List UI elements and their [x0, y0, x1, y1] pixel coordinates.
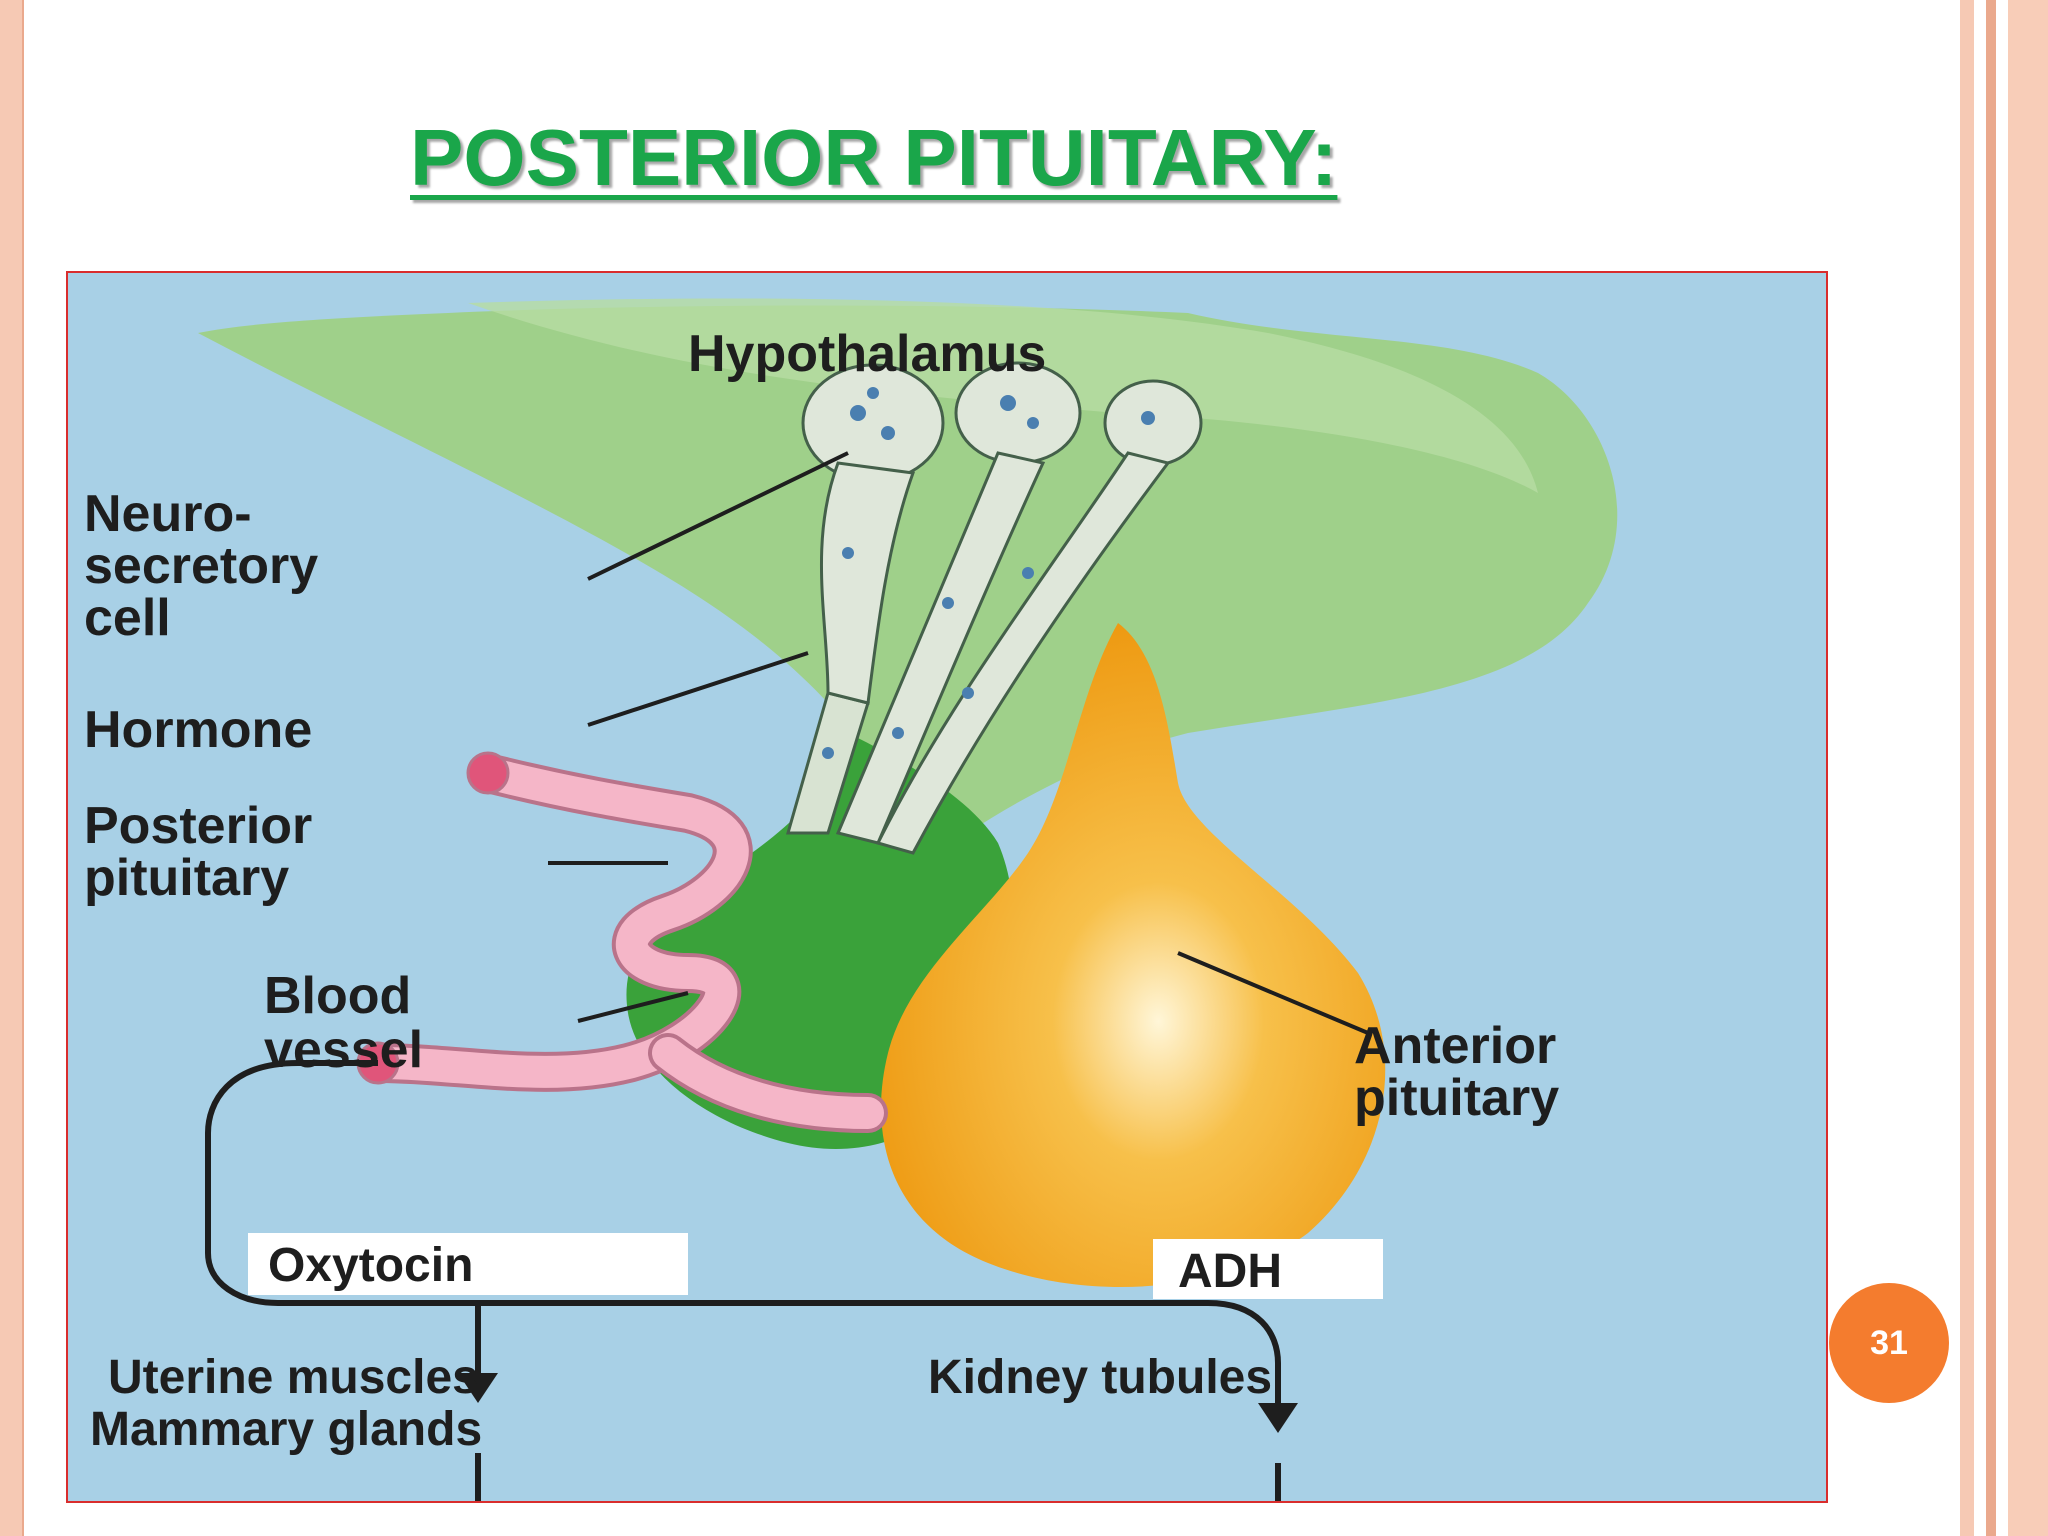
- label-oxytocin: Oxytocin: [268, 1239, 473, 1292]
- pituitary-diagram: Hypothalamus Neuro- secretory cell Hormo…: [66, 271, 1828, 1503]
- label-adh: ADH: [1178, 1245, 1282, 1298]
- slide-title: POSTERIOR PITUITARY:: [410, 113, 1338, 202]
- label-neurosecretory-2: secretory: [84, 537, 318, 595]
- label-posterior-1: Posterior: [84, 797, 312, 855]
- blood-vessel: [358, 753, 888, 1133]
- label-neurosecretory-1: Neuro-: [84, 485, 252, 543]
- page-number-badge: 31: [1829, 1283, 1949, 1403]
- oxytocin-box: [248, 1233, 688, 1295]
- label-anterior-1: Anterior: [1354, 1017, 1556, 1075]
- hypothalamus-region: [198, 305, 1618, 833]
- anterior-pituitary-lobe: [881, 623, 1386, 1287]
- neurosecretory-cell-3: [875, 379, 1203, 855]
- diagram-svg: Hypothalamus Neuro- secretory cell Hormo…: [68, 273, 1826, 1501]
- hormone-granules: [822, 387, 1155, 759]
- label-kidney: Kidney tubules: [928, 1351, 1272, 1404]
- label-blood-2: vessel: [264, 1021, 423, 1079]
- slide-border-right: [1960, 0, 2048, 1536]
- label-neurosecretory-3: cell: [84, 589, 171, 647]
- label-hormone: Hormone: [84, 701, 312, 759]
- label-hypothalamus: Hypothalamus: [688, 325, 1046, 383]
- label-mammary: Mammary glands: [90, 1403, 482, 1456]
- neurosecretory-cell-1: [786, 363, 945, 835]
- slide-border-left: [0, 0, 24, 1536]
- label-posterior-2: pituitary: [84, 849, 289, 907]
- label-blood-1: Blood: [264, 967, 411, 1025]
- label-uterine: Uterine muscles: [108, 1351, 479, 1404]
- arrowheads: [458, 1373, 1298, 1433]
- leader-lines: [548, 451, 1369, 1035]
- label-anterior-2: pituitary: [1354, 1069, 1559, 1127]
- adh-box: [1153, 1239, 1383, 1299]
- blood-vessel-end-top: [466, 751, 510, 795]
- neurosecretory-cell-2: [835, 361, 1082, 845]
- flow-arrows: [205, 1060, 1281, 1501]
